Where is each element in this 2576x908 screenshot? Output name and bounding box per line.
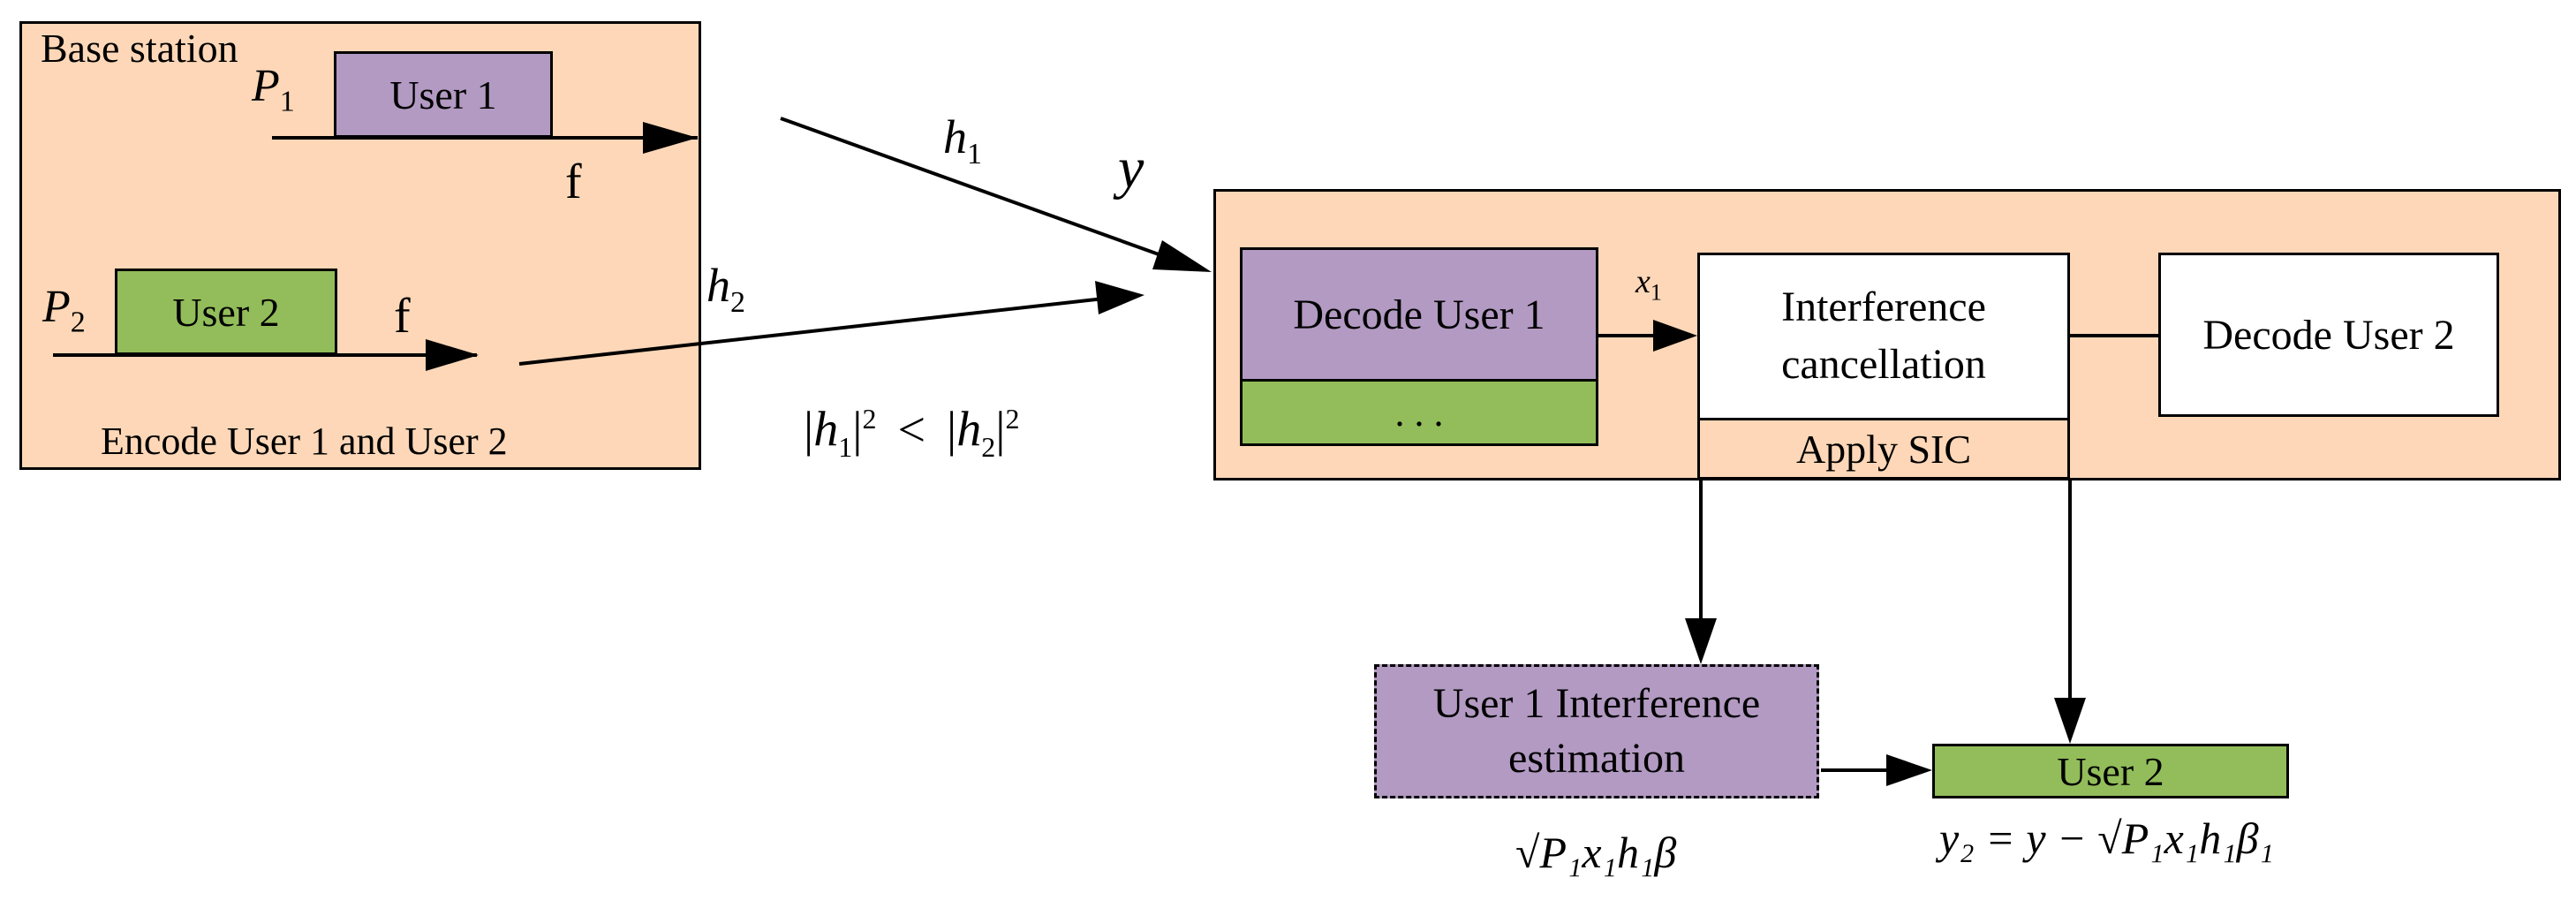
freq2-label: f bbox=[394, 289, 411, 344]
interference-cancellation-block: Interference cancellation bbox=[1697, 253, 2070, 420]
estimation-line2: estimation bbox=[1508, 735, 1685, 782]
base-station-title: Base station bbox=[41, 26, 238, 71]
channel-condition: |h1|2 < |h2|2 bbox=[804, 402, 1020, 463]
decode-user1-label: Decode User 1 bbox=[1293, 291, 1545, 338]
decode-user1-ellipsis-block: . . . bbox=[1240, 379, 1598, 446]
x1-label: x1 bbox=[1635, 263, 1662, 306]
h1-channel-arrowhead bbox=[1152, 240, 1212, 272]
user2-output-block: User 2 bbox=[1932, 744, 2289, 798]
interference-estimation-block: User 1 Interference estimation bbox=[1374, 664, 1819, 798]
apply-sic-label: Apply SIC bbox=[1795, 426, 1972, 472]
user1-freq-arrowhead bbox=[643, 122, 698, 154]
apply-sic-block: Apply SIC bbox=[1697, 418, 2070, 480]
ellipsis-label: . . . bbox=[1394, 390, 1444, 435]
decode-user2-label: Decode User 2 bbox=[2202, 311, 2455, 359]
user2-label: User 2 bbox=[172, 289, 280, 335]
h1-label: h1 bbox=[943, 110, 982, 170]
interference-line2: cancellation bbox=[1781, 341, 1986, 388]
user2-freq-arrowhead bbox=[426, 339, 479, 371]
estimation-to-user2-arrowhead bbox=[1886, 754, 1932, 786]
estimation-formula: √P₁x₁h₁β bbox=[1515, 828, 1677, 877]
freq1-label: f bbox=[565, 155, 582, 209]
user2-output-label: User 2 bbox=[2057, 748, 2164, 794]
power2-label: P2 bbox=[42, 282, 86, 339]
estimation-line1: User 1 Interference bbox=[1432, 679, 1761, 727]
user1-label: User 1 bbox=[389, 72, 497, 117]
decode-to-ic-arrowhead bbox=[1653, 320, 1697, 352]
h2-label: h2 bbox=[706, 259, 745, 319]
h1-channel-line bbox=[780, 117, 1184, 265]
base-station-caption: Encode User 1 and User 2 bbox=[101, 420, 508, 463]
decode-user1-block: Decode User 1 bbox=[1240, 247, 1598, 382]
h2-channel-line bbox=[518, 297, 1105, 366]
h2-channel-arrowhead bbox=[1095, 281, 1144, 314]
y2-formula: y₂ = y − √P₁x₁h₁β₁ bbox=[1939, 813, 2274, 863]
interference-line1: Interference bbox=[1781, 284, 1986, 331]
user2-block: User 2 bbox=[115, 269, 337, 355]
decode-user2-block: Decode User 2 bbox=[2158, 253, 2499, 417]
sic-to-estimation-arrowhead bbox=[1685, 618, 1717, 664]
sic-to-user2-arrowhead bbox=[2054, 698, 2086, 744]
received-signal-label: y bbox=[1118, 136, 1144, 201]
power1-label: P1 bbox=[252, 61, 295, 118]
